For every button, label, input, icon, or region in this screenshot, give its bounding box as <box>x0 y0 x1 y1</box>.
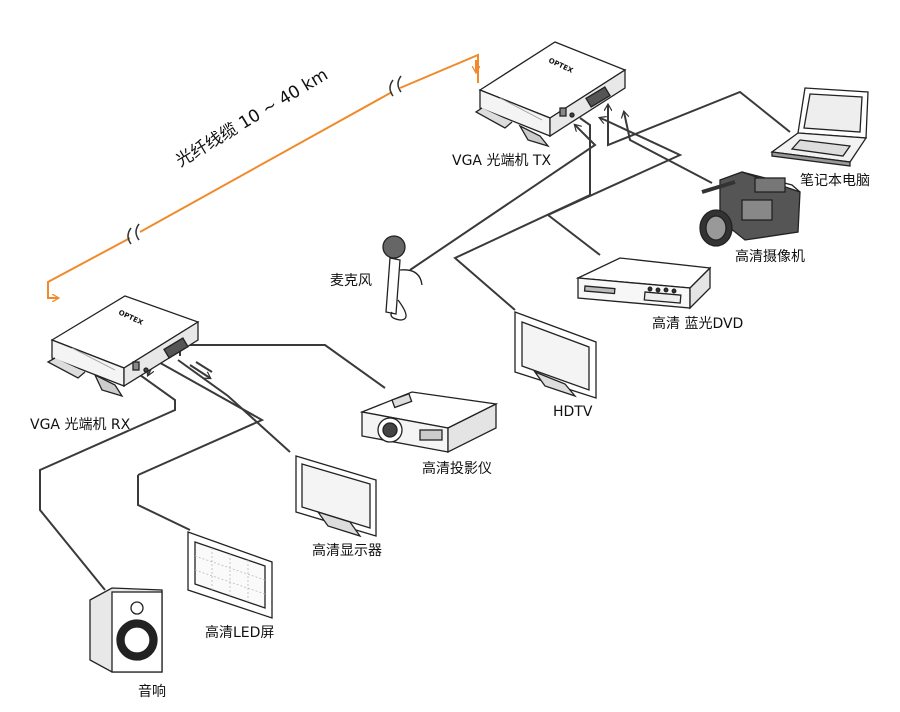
speaker-label: 音响 <box>138 684 166 700</box>
hdtv-label: HDTV <box>553 404 593 420</box>
fiber-cable <box>47 53 478 298</box>
camcorder-label: 高清摄像机 <box>735 249 805 265</box>
led-screen-icon <box>187 531 273 619</box>
microphone-icon <box>382 235 423 321</box>
fiber-break-marks <box>127 75 402 245</box>
dvd-player-icon <box>575 257 712 310</box>
tx-label: VGA 光端机 TX <box>452 153 552 169</box>
speaker-icon <box>89 587 163 673</box>
vga-tx-unit <box>474 41 627 148</box>
camcorder-icon <box>699 171 801 247</box>
projector-label: 高清投影仪 <box>422 461 492 477</box>
dvd-label: 高清 蓝光DVD <box>652 316 744 332</box>
laptop-label: 笔记本电脑 <box>800 173 870 189</box>
vga-rx-unit <box>46 295 200 398</box>
projector-icon <box>359 391 499 454</box>
monitor-label: 高清显示器 <box>312 543 382 559</box>
tv-icon <box>514 311 597 399</box>
led-screen-label: 高清LED屏 <box>205 625 275 641</box>
rx-label: VGA 光端机 RX <box>30 417 131 433</box>
microphone-label: 麦克风 <box>330 273 372 289</box>
laptop-icon <box>770 87 869 167</box>
monitor-icon <box>295 455 377 538</box>
